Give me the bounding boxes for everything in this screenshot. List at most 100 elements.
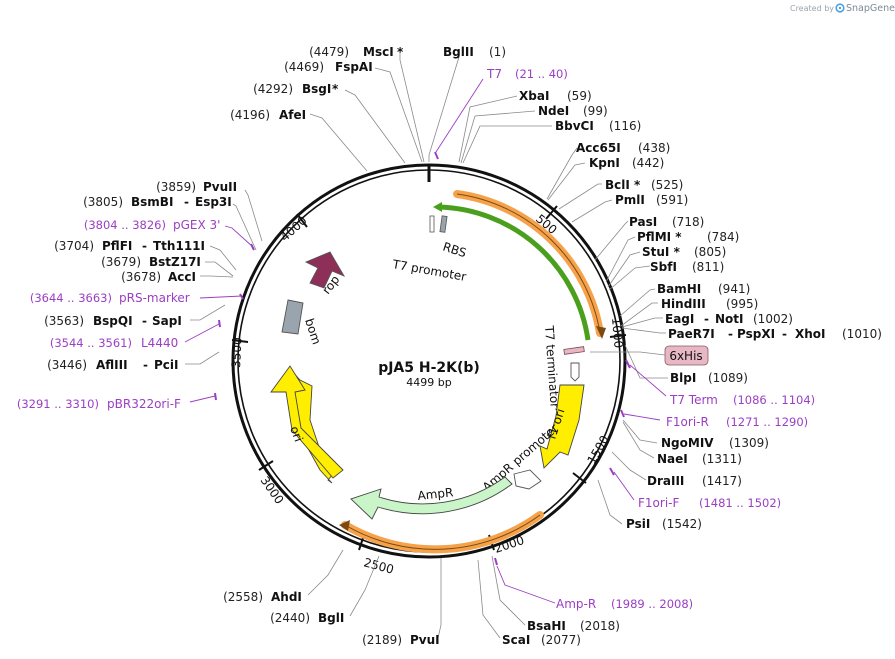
ampr-arrow[interactable] — [350, 476, 513, 520]
site-scaI-pos: (2077) — [541, 633, 581, 647]
site-bspQI[interactable]: BspQI — [93, 314, 133, 328]
primer-t7-pos: (21 .. 40) — [515, 67, 568, 81]
site-sapI[interactable]: SapI — [152, 314, 182, 328]
site-bsmBI[interactable]: BsmBI — [131, 195, 173, 209]
site-ngoMIV[interactable]: NgoMIV — [661, 436, 714, 450]
site-stuI-pos: (805) — [694, 245, 726, 259]
site-afeI[interactable]: AfeI — [279, 108, 306, 122]
site-psiI[interactable]: PsiI — [626, 517, 650, 531]
site-bsaHI[interactable]: BsaHI — [527, 619, 566, 633]
site-ndeI[interactable]: NdeI — [538, 104, 569, 118]
site-sbfI[interactable]: SbfI — [650, 260, 677, 274]
primer-prs-marker-pos: (3644 .. 3663) — [30, 291, 112, 305]
primer-pgex3[interactable]: pGEX 3' — [173, 218, 220, 232]
sixhis-badge[interactable]: 6xHis — [664, 345, 709, 366]
site-bstZ17I[interactable]: BstZ17I — [149, 255, 201, 269]
rop-arrow[interactable] — [304, 251, 346, 289]
primer-marks — [214, 151, 631, 566]
tick-label-1000: 1000 — [609, 317, 626, 349]
site-bglI[interactable]: BglI — [318, 611, 344, 625]
site-scaI[interactable]: ScaI — [502, 633, 530, 647]
ori-arrow-body[interactable] — [270, 365, 344, 479]
rbs-label: RBS — [441, 240, 468, 261]
site-draIII[interactable]: DraIII — [647, 474, 684, 488]
site-bamHI[interactable]: BamHI — [657, 282, 701, 296]
site-pmlI[interactable]: PmlI — [615, 193, 645, 207]
site-pvuII[interactable]: PvuII — [203, 180, 237, 194]
site-xbaI[interactable]: XbaI — [519, 89, 549, 103]
site-pflFI-pos: (3704) — [54, 239, 94, 253]
site-pflMI[interactable]: PflMI * — [637, 230, 682, 244]
site-mscI-star: * — [397, 45, 404, 59]
site-pvuI[interactable]: PvuI — [410, 633, 440, 647]
site-ngoMIV-pos: (1309) — [729, 436, 769, 450]
primer-pbr322ori-f[interactable]: pBR322ori-F — [107, 397, 181, 411]
site-bspQI-pos: (3563) — [44, 314, 84, 328]
site-xhoI[interactable]: XhoI — [795, 327, 826, 341]
site-pflFI[interactable]: PflFI — [102, 239, 132, 253]
site-esp3I[interactable]: Esp3I — [195, 195, 232, 209]
rbs-box[interactable] — [439, 215, 448, 233]
site-aflIII[interactable]: AflIII — [96, 358, 128, 372]
t7-promoter-label: T7 promoter — [390, 257, 467, 284]
site-bbvCI[interactable]: BbvCI — [555, 119, 594, 133]
site-notI[interactable]: NotI — [715, 312, 744, 326]
site-tth111I[interactable]: Tth111I — [153, 239, 205, 253]
primer-prs-marker[interactable]: pRS-marker — [119, 291, 190, 305]
primer-t7term[interactable]: T7 Term — [669, 393, 718, 407]
site-bglII-pos: (1) — [489, 45, 506, 59]
primer-pgex3-pos: (3804 .. 3826) — [84, 218, 166, 232]
primer-amp-r[interactable]: Amp-R — [556, 597, 596, 611]
orf-arc-2-head — [339, 520, 350, 531]
primer-l4440[interactable]: L4440 — [141, 336, 178, 350]
site-accI[interactable]: AccI — [168, 270, 196, 284]
site-fspAI-pos: (4469) — [284, 60, 324, 74]
site-blpI-pos: (1089) — [708, 371, 748, 385]
site-bsaHI-pos: (2018) — [580, 619, 620, 633]
t7-promoter-box[interactable] — [429, 215, 435, 233]
site-stuI[interactable]: StuI * — [642, 245, 681, 259]
site-paeR7I[interactable]: PaeR7I — [668, 327, 715, 341]
site-pasI[interactable]: PasI — [629, 215, 657, 229]
site-ahdI-pos: (2558) — [223, 590, 263, 604]
site-paeR7I-pos: (1010) — [842, 327, 882, 341]
site-fspAI[interactable]: FspAI — [335, 60, 373, 74]
site-ndeI-pos: (99) — [583, 104, 608, 118]
primer-t7[interactable]: T7 — [486, 67, 502, 81]
site-acc65I[interactable]: Acc65I — [576, 141, 621, 155]
ampr-label: AmpR — [417, 485, 454, 503]
site-kpnI[interactable]: KpnI — [589, 156, 620, 170]
site-bsgI[interactable]: BsgI — [302, 82, 331, 96]
site-draIII-pos: (1417) — [702, 474, 742, 488]
site-bsgI-star: * — [332, 82, 339, 96]
site-pspXI[interactable]: PspXI — [737, 327, 775, 341]
site-naeI[interactable]: NaeI — [657, 452, 688, 466]
primer-t7term-pos: (1086 .. 1104) — [733, 393, 815, 407]
site-mscI[interactable]: MscI — [363, 45, 394, 59]
site-pasI-pos: (718) — [672, 215, 704, 229]
site-bclI[interactable]: BclI * — [605, 178, 641, 192]
site-ahdI[interactable]: AhdI — [271, 590, 302, 604]
site-blpI[interactable]: BlpI — [670, 371, 696, 385]
sixhis-mark[interactable] — [563, 346, 585, 355]
t7-terminator-mark[interactable] — [570, 362, 580, 382]
site-pflMI-pos: (784) — [707, 230, 739, 244]
t7-transcript[interactable] — [437, 204, 591, 341]
site-bglII[interactable]: BglII — [443, 45, 474, 59]
sixhis-label: 6xHis — [669, 349, 702, 363]
site-eagI[interactable]: EagI — [665, 312, 694, 326]
site-pciI[interactable]: PciI — [154, 358, 179, 372]
primer-f1ori-f[interactable]: F1ori-F — [638, 496, 679, 510]
orf-arc-1-head — [596, 326, 606, 339]
primer-l4440-pos: (3544 .. 3561) — [50, 336, 132, 350]
ampr-promoter-arrow[interactable] — [513, 469, 542, 490]
site-bstZ17I-pos: (3679) — [101, 255, 141, 269]
site-sep-eagI: - — [704, 312, 709, 326]
site-hindIII[interactable]: HindIII — [661, 297, 706, 311]
created-by-text: Created by — [790, 4, 834, 13]
site-bbvCI-pos: (116) — [609, 119, 641, 133]
primer-f1ori-r[interactable]: F1ori-R — [666, 415, 709, 429]
bom-box[interactable] — [281, 299, 304, 335]
site-acc65I-pos: (438) — [638, 141, 670, 155]
f1-ori-arrow[interactable] — [539, 384, 585, 469]
